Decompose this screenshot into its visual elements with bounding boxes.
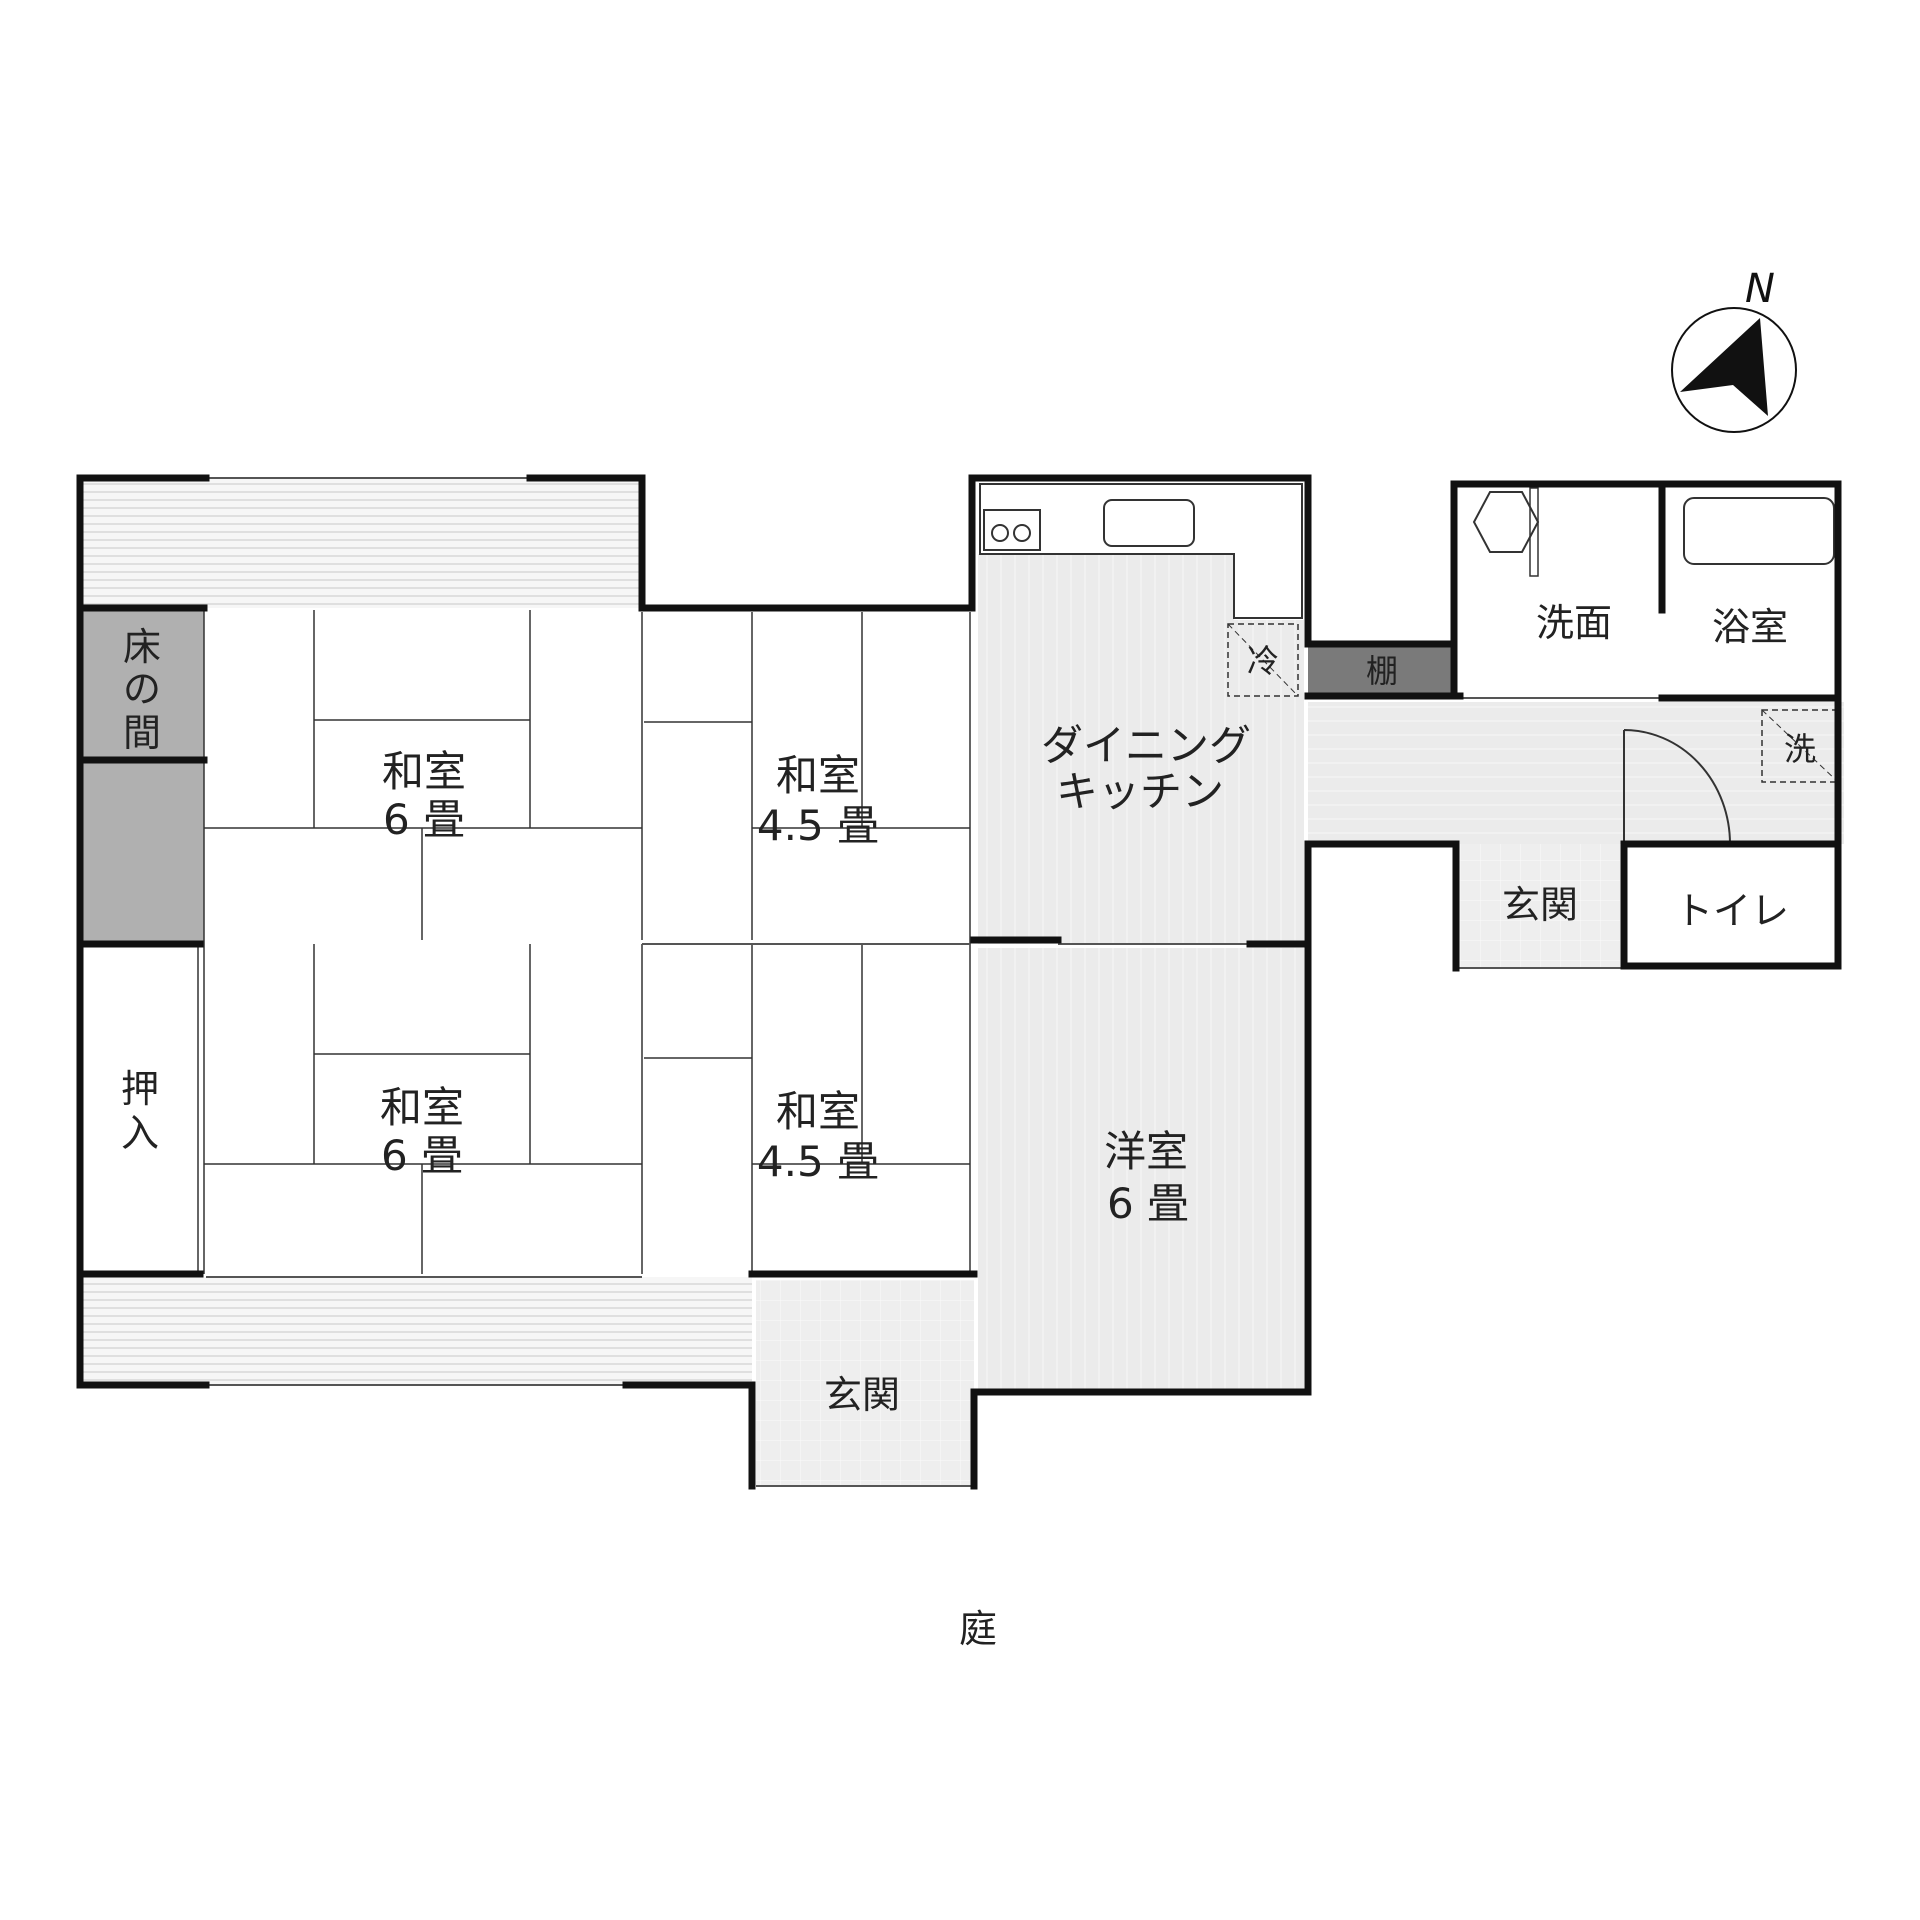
oshiire-char-2: 入 <box>121 1111 159 1155</box>
entrance-south-floor <box>756 1280 974 1486</box>
washitsu-se-name: 和室 <box>776 1087 860 1136</box>
tokonoma-char-3: 間 <box>123 711 161 755</box>
bathroom-label: 浴室 <box>1712 605 1788 649</box>
washitsu-nw-size: 6 畳 <box>383 795 465 844</box>
fridge-icon <box>1227 623 1299 697</box>
label-oshiire: 押 入 <box>121 1067 159 1155</box>
tatami-lines <box>197 610 971 1274</box>
engawa-north <box>80 478 642 608</box>
sink-icon <box>1103 499 1195 547</box>
youshitsu-floor <box>978 948 1304 1392</box>
shelf <box>1308 644 1454 696</box>
tokonoma-side <box>80 762 204 942</box>
stove-icon <box>983 509 1041 551</box>
washitsu-ne-size: 4.5 畳 <box>757 801 879 850</box>
corridor-floor <box>1308 702 1844 844</box>
tokonoma-char-2: の <box>123 667 161 711</box>
engawa-south <box>80 1277 752 1385</box>
washer-label: 洗 <box>1784 730 1816 768</box>
washitsu-se-size: 4.5 畳 <box>757 1137 879 1186</box>
washitsu-ne-name: 和室 <box>776 751 860 800</box>
washitsu-nw-name: 和室 <box>382 747 466 796</box>
shelf-label: 棚 <box>1366 652 1398 690</box>
toilet-door-swing <box>1623 729 1732 845</box>
bathtub-icon <box>1683 497 1835 565</box>
oshiire-char-1: 押 <box>121 1067 159 1111</box>
tokonoma-char-1: 床 <box>123 625 161 669</box>
washitsu-sw-name: 和室 <box>380 1083 464 1132</box>
label-tokonoma: 床 の 間 <box>123 625 161 755</box>
compass: N <box>1671 266 1797 433</box>
entrance-east-label: 玄関 <box>1502 883 1578 927</box>
fridge-label: 冷 <box>1247 642 1279 680</box>
dining-kitchen-floor <box>978 554 1234 944</box>
washroom-label: 洗面 <box>1536 601 1612 645</box>
entrance-east-floor <box>1456 844 1626 968</box>
dining-kitchen-line1: ダイニング <box>1041 721 1251 770</box>
washitsu-sw-size: 6 畳 <box>381 1131 463 1180</box>
toilet-label: トイレ <box>1675 889 1789 933</box>
compass-north-label: N <box>1745 266 1775 312</box>
entrance-south-label: 玄関 <box>824 1373 900 1417</box>
north-arrow-icon <box>1680 318 1768 416</box>
youshitsu-name: 洋室 <box>1104 1127 1188 1176</box>
walls <box>76 474 1842 1490</box>
washbasin-icon <box>1472 491 1540 553</box>
tokonoma <box>80 608 204 758</box>
dining-kitchen-line2: キッチン <box>1056 767 1224 816</box>
youshitsu-size: 6 畳 <box>1107 1179 1189 1228</box>
garden-label: 庭 <box>959 1607 997 1651</box>
